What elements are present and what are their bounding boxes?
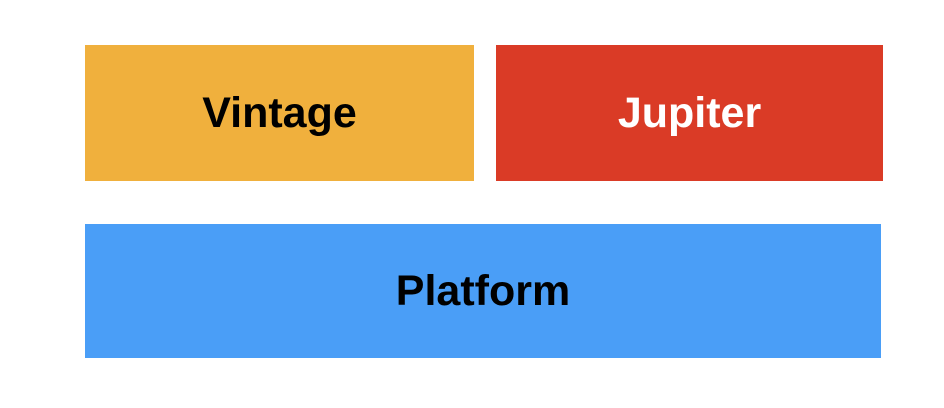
platform-block[interactable]: Platform bbox=[85, 224, 881, 358]
vintage-block-label: Vintage bbox=[202, 88, 357, 137]
platform-block-label: Platform bbox=[395, 266, 571, 315]
jupiter-block[interactable]: Jupiter bbox=[496, 45, 883, 181]
jupiter-block-label: Jupiter bbox=[617, 88, 762, 137]
vintage-block[interactable]: Vintage bbox=[85, 45, 474, 181]
